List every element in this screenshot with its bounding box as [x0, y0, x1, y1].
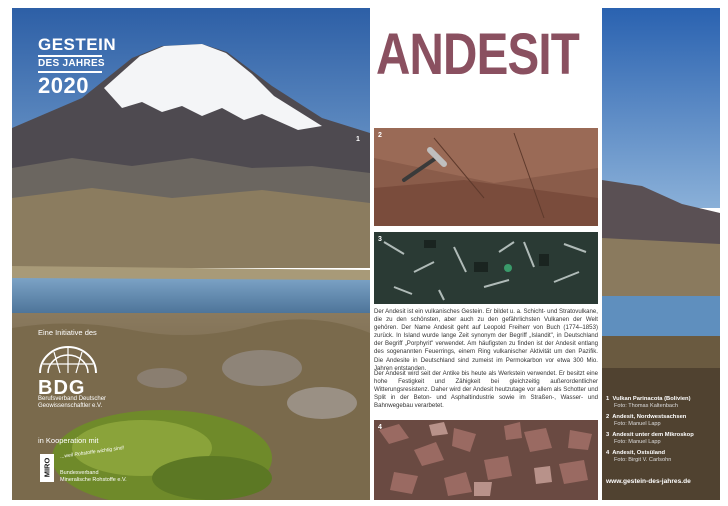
andesite-microscope-photo	[374, 232, 598, 304]
photo-number-2: 2	[378, 132, 382, 139]
caption-3-num: 3	[606, 432, 610, 438]
volcano-landscape-photo	[12, 8, 370, 500]
caption-4-title: Andesit, Ostsüland	[612, 450, 666, 456]
bdg-globe-icon	[39, 346, 97, 374]
caption-1-credit: Foto: Thomas Kaltenbach	[614, 403, 678, 410]
caption-1-num: 1	[606, 396, 610, 402]
bdg-full-name: Berufsverband Deutscher Geowissenschaftl…	[38, 396, 106, 410]
caption-4: 4 Andesit, Ostsüland Foto: Birgit V. Car…	[606, 450, 671, 464]
landscape-strip-photo	[602, 8, 720, 500]
caption-3: 3 Andesit unter dem Mikroskop Foto: Manu…	[606, 432, 694, 446]
back-panel: 1 Vulkan Parinacota (Bolivien) Foto: Tho…	[602, 8, 720, 500]
miro-logo: MIRO	[40, 454, 54, 482]
andesite-gravel-photo	[374, 420, 598, 500]
miro-full-name: Bundesverband Mineralische Rohstoffe e.V…	[60, 470, 127, 483]
photo-number-4: 4	[378, 424, 382, 431]
caption-3-title: Andesit unter dem Mikroskop	[612, 432, 694, 438]
cooperation-label: in Kooperation mit	[38, 436, 99, 445]
caption-2-num: 2	[606, 414, 610, 420]
bdg-full-name-line1: Berufsverband Deutscher	[38, 396, 107, 402]
cover-panel: GESTEIN DES JAHRES 2020 1 Eine Initiativ…	[12, 8, 370, 500]
caption-4-credit: Foto: Birgit V. Carlsohn	[614, 457, 672, 464]
photo-number-3: 3	[378, 236, 382, 243]
cover-title-line1: GESTEIN	[38, 35, 117, 54]
headline: ANDESIT	[376, 22, 580, 87]
title-divider	[38, 55, 102, 57]
caption-3-credit: Foto: Manuel Lapp	[614, 439, 661, 446]
miro-full-name-line1: Bundesverband	[60, 470, 99, 476]
miro-full-name-line2: Mineralische Rohstoffe e.V.	[60, 476, 127, 483]
cover-title: GESTEIN DES JAHRES 2020	[38, 36, 116, 97]
paragraph-1: Der Andesit ist ein vulkanisches Gestein…	[374, 308, 598, 372]
cover-title-year: 2020	[38, 73, 89, 98]
bdg-logo: BDG	[38, 346, 108, 398]
bdg-logo-text: BDG	[38, 377, 86, 399]
caption-2-credit: Foto: Manuel Lapp	[614, 421, 661, 428]
article-panel: ANDESIT 2 3 Der Andesit ist ein vulkanis…	[372, 8, 600, 500]
caption-2: 2 Andesit, Nordwestsachsen Foto: Manuel …	[606, 414, 686, 428]
caption-4-num: 4	[606, 450, 610, 456]
photo-number-1: 1	[356, 136, 360, 143]
cover-title-line2: DES JAHRES	[38, 58, 105, 69]
andesite-rock-photo	[374, 128, 598, 226]
miro-logo-text: MIRO	[42, 457, 52, 478]
initiative-label: Eine Initiative des	[38, 328, 97, 337]
bdg-full-name-line2: Geowissenschaftler e.V.	[38, 403, 103, 410]
caption-1-title: Vulkan Parinacota (Bolivien)	[612, 396, 691, 402]
website-link[interactable]: www.gestein-des-jahres.de	[606, 478, 691, 485]
title-divider	[38, 71, 102, 73]
paragraph-2: Der Andesit wird seit der Antike bis heu…	[374, 370, 598, 410]
caption-1: 1 Vulkan Parinacota (Bolivien) Foto: Tho…	[606, 396, 691, 410]
caption-2-title: Andesit, Nordwestsachsen	[612, 414, 687, 420]
